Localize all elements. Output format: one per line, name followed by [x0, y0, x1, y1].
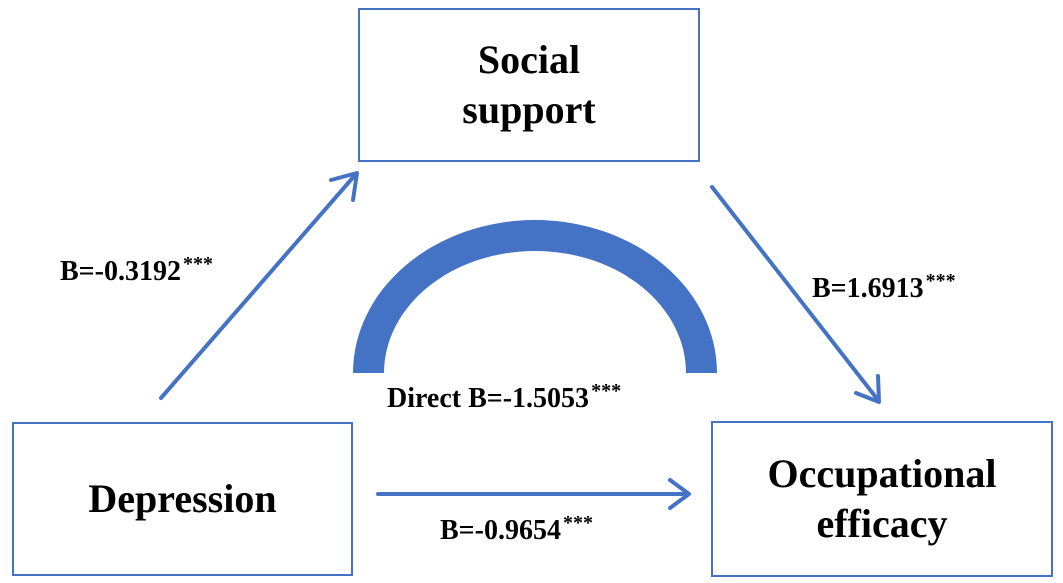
- direct-effect-label: Direct B=-1.5053: [387, 383, 590, 414]
- total-effect-label: B=-0.9654: [440, 515, 561, 546]
- node-occupational-efficacy-line1: Occupational: [767, 451, 997, 496]
- node-social-support-line1: Social: [477, 37, 581, 82]
- total-effect-significance: ***: [562, 512, 593, 534]
- arrowhead-c: [668, 478, 691, 510]
- node-depression: Depression: [12, 422, 353, 576]
- node-depression-label: Depression: [88, 476, 277, 521]
- node-social-support: Social support: [358, 8, 700, 162]
- path-b-label: B=1.6913: [812, 273, 924, 304]
- node-occupational-efficacy: Occupational efficacy: [711, 421, 1053, 577]
- arrowhead-b: [854, 374, 881, 404]
- direct-effect-coefficient: Direct B=-1.5053***: [387, 380, 621, 415]
- node-social-support-line2: support: [462, 87, 596, 132]
- path-a-significance: ***: [182, 253, 213, 275]
- path-a-label: B=-0.3192: [60, 256, 181, 287]
- path-b-coefficient: B=1.6913***: [812, 270, 956, 305]
- arrow-depression-to-social-support: [159, 172, 358, 400]
- direct-effect-significance: ***: [591, 380, 622, 402]
- path-a-coefficient: B=-0.3192***: [60, 253, 213, 288]
- node-occupational-efficacy-line2: efficacy: [816, 501, 948, 546]
- total-effect-coefficient: B=-0.9654***: [440, 512, 593, 547]
- arrowhead-a: [329, 171, 359, 202]
- arrow-social-support-to-occupational-efficacy: [710, 185, 880, 402]
- path-b-significance: ***: [925, 270, 956, 292]
- direct-effect-arc: [353, 220, 717, 373]
